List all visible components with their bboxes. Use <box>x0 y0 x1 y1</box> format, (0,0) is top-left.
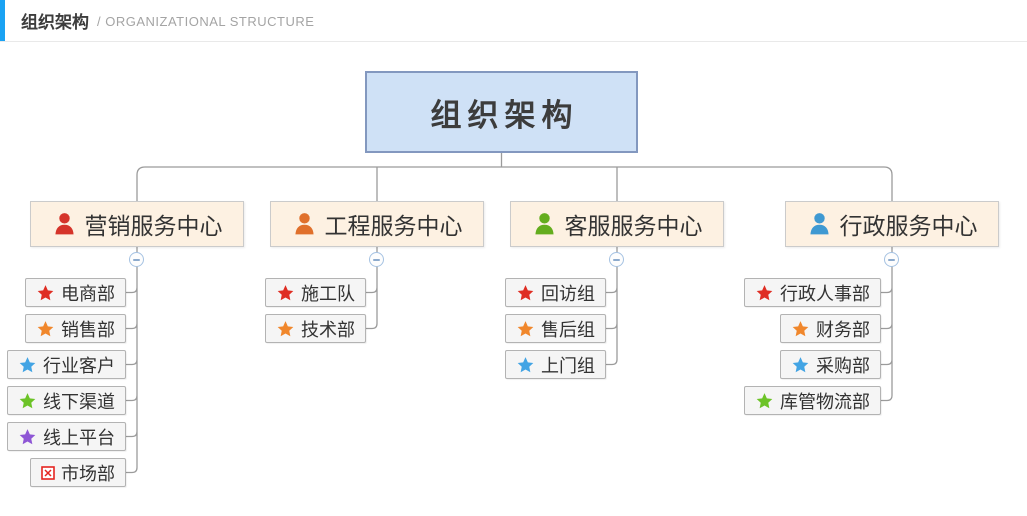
org-leaf-label: 线上平台 <box>43 427 115 448</box>
person-icon <box>54 213 74 235</box>
org-leaf-node[interactable]: 技术部 <box>265 314 366 343</box>
org-items-column: 回访组售后组上门组 <box>505 278 606 379</box>
star-icon <box>792 356 809 372</box>
org-leaf-label: 回访组 <box>541 283 595 304</box>
org-leaf-node[interactable]: 采购部 <box>780 350 881 379</box>
minus-icon <box>613 258 620 261</box>
org-leaf-node[interactable]: 销售部 <box>25 314 126 343</box>
collapse-minus-button[interactable] <box>369 252 384 267</box>
org-leaf-node[interactable]: 线下渠道 <box>7 386 126 415</box>
org-leaf-label: 施工队 <box>301 283 355 304</box>
page-subtitle: / ORGANIZATIONAL STRUCTURE <box>97 14 315 29</box>
org-leaf-node[interactable]: 行业客户 <box>7 350 126 379</box>
person-icon <box>809 213 829 235</box>
org-root-node[interactable]: 组织架构 <box>365 71 638 153</box>
org-leaf-node[interactable]: 行政人事部 <box>744 278 881 307</box>
org-chart-canvas: 组织架构 营销服务中心电商部销售部行业客户线下渠道线上平台市场部 工程服务中心施工… <box>0 42 1027 516</box>
collapse-minus-button[interactable] <box>884 252 899 267</box>
collapse-minus-button[interactable] <box>609 252 624 267</box>
org-leaf-node[interactable]: 售后组 <box>505 314 606 343</box>
org-leaf-node[interactable]: 电商部 <box>25 278 126 307</box>
collapse-minus-button[interactable] <box>129 252 144 267</box>
connector-lines <box>124 153 893 474</box>
org-leaf-label: 采购部 <box>816 355 870 376</box>
org-leaf-label: 行业客户 <box>43 355 115 376</box>
org-items-column: 行政人事部财务部采购部库管物流部 <box>744 278 881 415</box>
org-leaf-node[interactable]: 市场部 <box>30 458 126 487</box>
org-center-label: 工程服务中心 <box>324 214 463 239</box>
org-leaf-label: 销售部 <box>61 319 115 340</box>
org-items-column: 电商部销售部行业客户线下渠道线上平台市场部 <box>7 278 126 487</box>
star-icon <box>277 284 294 300</box>
org-center-node[interactable]: 营销服务中心 <box>30 201 244 247</box>
x-box-icon <box>41 465 55 480</box>
org-leaf-label: 市场部 <box>61 463 115 484</box>
org-leaf-node[interactable]: 回访组 <box>505 278 606 307</box>
star-icon <box>517 284 534 300</box>
star-icon <box>792 320 809 336</box>
star-icon <box>517 320 534 336</box>
org-center-node[interactable]: 行政服务中心 <box>785 201 999 247</box>
star-icon <box>517 356 534 372</box>
org-leaf-label: 上门组 <box>541 355 595 376</box>
star-icon <box>756 284 773 300</box>
org-leaf-node[interactable]: 线上平台 <box>7 422 126 451</box>
org-leaf-label: 行政人事部 <box>780 283 870 304</box>
star-icon <box>19 392 36 408</box>
star-icon <box>277 320 294 336</box>
org-center-node[interactable]: 工程服务中心 <box>270 201 484 247</box>
star-icon <box>37 284 54 300</box>
org-leaf-label: 技术部 <box>301 319 355 340</box>
org-center-label: 营销服务中心 <box>84 214 223 239</box>
org-leaf-label: 库管物流部 <box>780 391 870 412</box>
org-leaf-node[interactable]: 财务部 <box>780 314 881 343</box>
org-root-label: 组织架构 <box>430 97 579 133</box>
org-leaf-node[interactable]: 上门组 <box>505 350 606 379</box>
org-leaf-label: 售后组 <box>541 319 595 340</box>
org-leaf-label: 电商部 <box>61 283 115 304</box>
minus-icon <box>133 258 140 261</box>
person-icon <box>534 213 554 235</box>
person-icon <box>294 213 314 235</box>
org-items-column: 施工队技术部 <box>265 278 366 343</box>
org-leaf-label: 财务部 <box>816 319 870 340</box>
org-leaf-node[interactable]: 施工队 <box>265 278 366 307</box>
org-center-node[interactable]: 客服服务中心 <box>510 201 724 247</box>
header-accent-bar <box>0 0 5 41</box>
org-center-label: 行政服务中心 <box>839 214 978 239</box>
page-header: 组织架构 / ORGANIZATIONAL STRUCTURE <box>0 0 1027 42</box>
org-leaf-label: 线下渠道 <box>43 391 115 412</box>
minus-icon <box>888 258 895 261</box>
page-title: 组织架构 <box>21 13 89 32</box>
star-icon <box>37 320 54 336</box>
minus-icon <box>373 258 380 261</box>
org-center-label: 客服服务中心 <box>564 214 703 239</box>
star-icon <box>19 356 36 372</box>
star-icon <box>19 428 36 444</box>
org-leaf-node[interactable]: 库管物流部 <box>744 386 881 415</box>
star-icon <box>756 392 773 408</box>
